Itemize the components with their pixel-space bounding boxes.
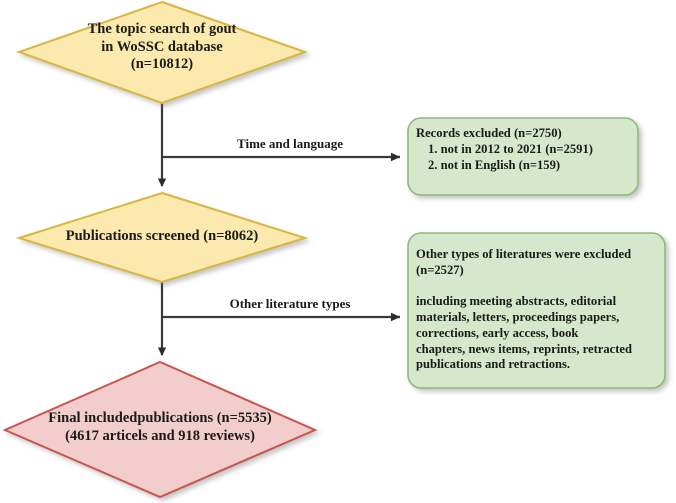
records-excluded-title: Records excluded (n=2750) [416,126,562,140]
diamond-topic-search [15,0,309,105]
box-other-types-excluded [407,232,666,389]
other-types-excluded-heading: Other types of literatures were excluded… [416,247,632,277]
connector-group [157,103,401,357]
box-records-excluded [407,117,639,196]
edge-label-other-literature-types: Other literature types [229,296,351,311]
records-excluded-items: 1. not in 2012 to 2021 (n=2591) 2. not i… [428,142,593,172]
diamond-final-included [2,360,318,499]
diamond-publications-screened [15,191,309,284]
edge-label-time-and-language: Time and language [237,136,343,151]
other-types-excluded-body: including meeting abstracts, editorial m… [416,294,633,372]
